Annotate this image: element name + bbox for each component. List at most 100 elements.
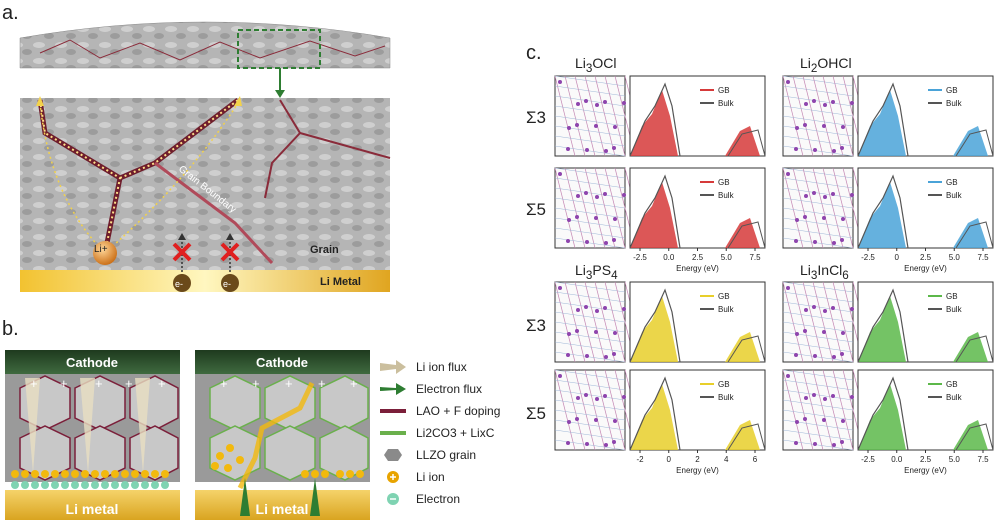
legend-li-ion: Li ion [380,466,520,488]
legend-bulk-label: Bulk [718,191,735,200]
slab-grain-lines [39,39,386,61]
panel-b-label: b. [2,318,19,340]
legend-gb-label: GB [946,178,958,187]
x-axis-label: Energy (eV) [676,466,719,475]
x-tick-label: 0.0 [663,253,675,262]
bulk-cb-curve [727,221,766,249]
svg-text:+: + [158,376,166,391]
legend-gb-label: GB [718,292,730,301]
bulk-cb-curve [955,129,994,157]
li2co3-line-icon [380,431,406,435]
slab-top [19,21,391,69]
gb-curve [858,90,906,156]
gb-curve [858,296,906,362]
legend-electron-flux: Electron flux [380,378,520,400]
li-ion-flux-arrow-icon [380,360,406,374]
electron-blocked-2: e- [220,233,240,292]
sigma3-row1-label: Σ3 [526,108,546,127]
legend-electron: Electron [380,488,520,510]
legend-label: Li ion flux [416,360,467,374]
svg-text:+: + [30,376,38,391]
gb-cb-curve [725,332,760,362]
legend-gb-label: GB [946,86,958,95]
svg-text:+: + [60,376,68,391]
bulk-cb-curve [727,335,766,363]
legend-label: Electron flux [416,382,483,396]
li-metal-right-label: Li metal [256,501,309,517]
x-tick-label: 5.0 [949,253,961,262]
bulk-curve [857,288,909,363]
panel-a-illustration: Li+ Grain Boundary Grain e- e- Li Metal [19,21,391,292]
bulk-curve [857,376,909,451]
svg-text:+: + [318,376,326,391]
panel-b-legend: Li ion flux Electron flux LAO + F doping… [380,356,520,510]
svg-text:+: + [285,376,293,391]
legend-lao: LAO + F doping [380,400,520,422]
bulk-curve [629,376,681,451]
x-tick-label: 0 [895,253,900,262]
x-tick-label: 6 [753,455,758,464]
bulk-cb-curve [955,335,994,363]
legend-label: LAO + F doping [416,404,501,418]
crystal-thumbnail [782,75,854,157]
bulk-curve [629,174,681,249]
gb-curve [630,182,678,248]
legend-bulk-label: Bulk [946,305,963,314]
crystal-thumbnail [554,167,626,249]
legend-li2co3: Li2CO3 + LixC [380,422,520,444]
legend-label: Li2CO3 + LixC [416,426,495,440]
sigma5-row1-label: Σ5 [526,200,546,219]
crystal-thumbnail [782,281,854,363]
gb-curve [858,384,906,450]
gb-cb-curve [953,126,988,156]
panel-a-label: a. [2,2,19,24]
gb-cb-curve [725,218,760,248]
bulk-curve [629,82,681,157]
grain-label: Grain [310,244,339,256]
x-tick-label: 0.0 [891,455,903,464]
x-axis-label: Energy (eV) [904,466,947,475]
li-metal-slab [20,270,390,292]
crystal-thumbnail [554,75,626,157]
x-tick-label: -2.5 [633,253,647,262]
x-tick-label: -2.5 [861,455,875,464]
x-tick-label: 2 [695,455,700,464]
legend-bulk-label: Bulk [718,393,735,402]
plus-circle-icon [387,471,399,483]
legend-gb-label: GB [946,380,958,389]
bulk-cb-curve [955,221,994,249]
svg-text:+: + [125,376,133,391]
li-ion-ball [93,241,117,265]
crystal-thumbnail [554,281,626,363]
lao-line-icon [380,409,406,413]
svg-text:+: + [350,376,358,391]
li-metal-left-label: Li metal [66,501,119,517]
gb-cb-curve [725,420,760,450]
x-tick-label: 7.5 [977,253,989,262]
x-tick-label: 0 [667,455,672,464]
legend-llzo: LLZO grain [380,444,520,466]
gb-curve [630,384,678,450]
material-title-li2ohcl: Li2OHCl [800,55,852,75]
li-plus-label: Li+ [94,244,108,255]
material-title-li3ps4: Li3PS4 [575,262,618,282]
legend-label: Electron [416,492,461,506]
svg-text:+: + [95,376,103,391]
sigma3-row2-label: Σ3 [526,316,546,335]
gb-curve [858,182,906,248]
bulk-curve [857,82,909,157]
x-tick-label: 7.5 [749,253,761,262]
minus-circle-icon [387,493,399,505]
x-tick-label: 2.5 [920,253,932,262]
electron-flux-arrow-icon [380,383,406,395]
bulk-cb-curve [727,423,766,451]
panel-b-illustration: Cathode + + + + + Li metal Cathode + + +… [5,350,370,520]
legend-label: LLZO grain [416,448,477,462]
